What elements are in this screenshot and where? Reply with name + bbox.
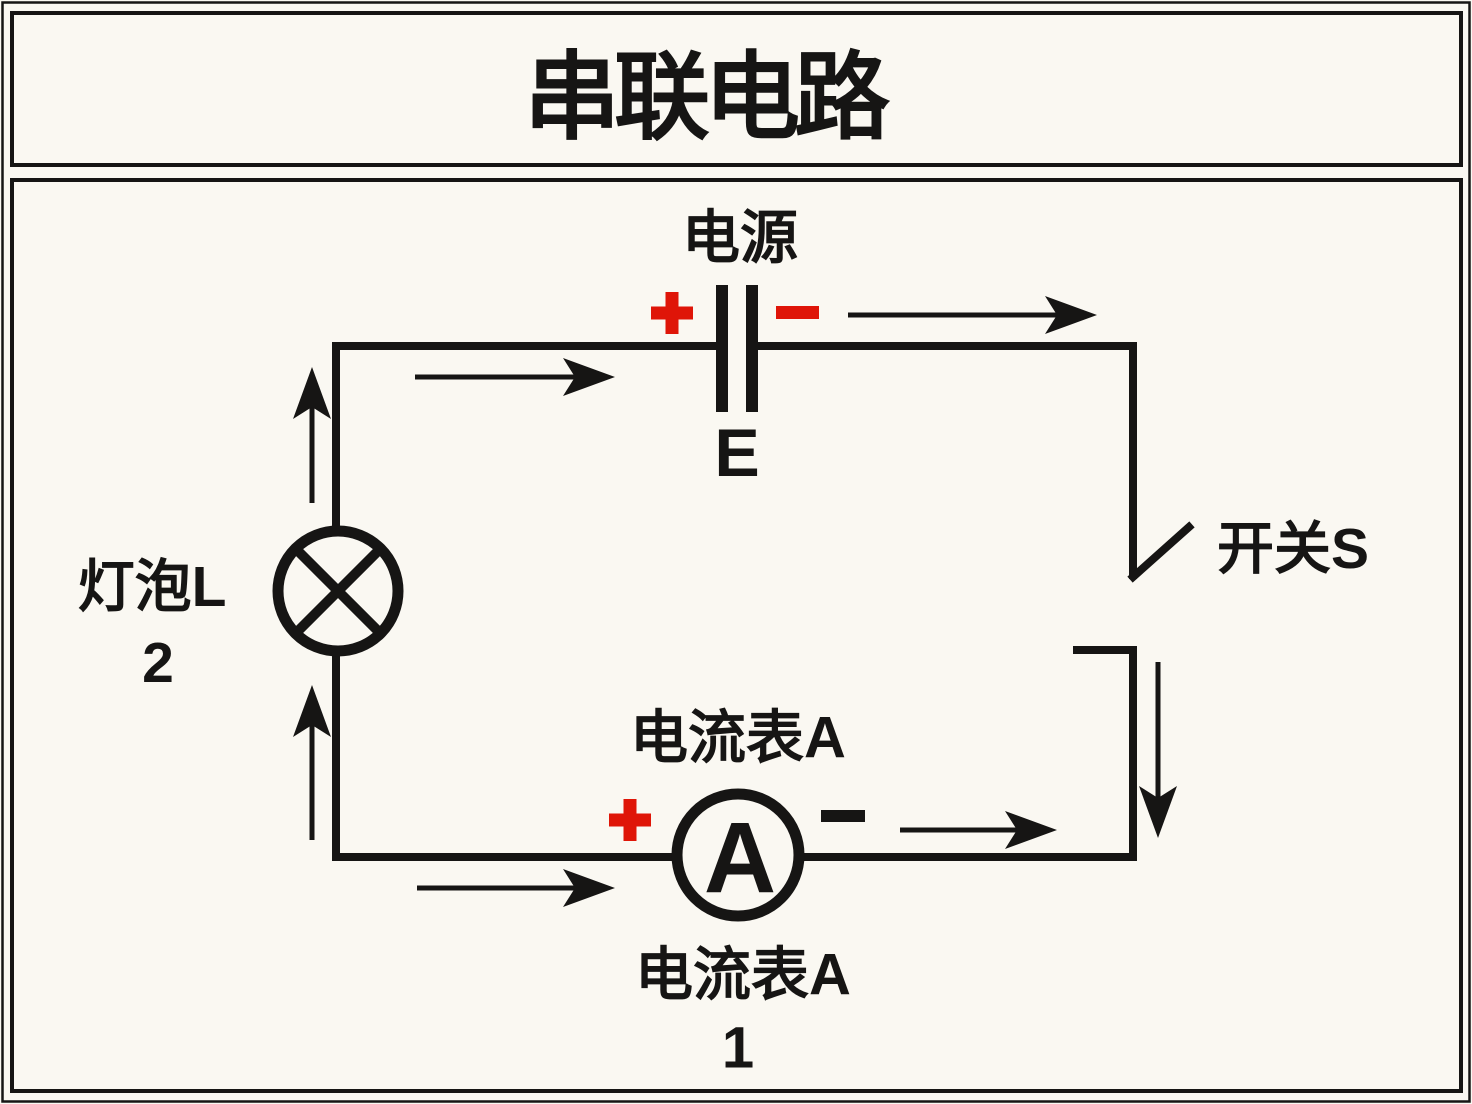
current-arrow-up-icon <box>293 685 331 840</box>
ammeter-label-bottom-number: 1 <box>722 1016 754 1081</box>
battery-plate-negative <box>746 285 758 412</box>
ammeter-plus-icon <box>609 799 651 841</box>
current-arrow-right-icon <box>415 358 615 396</box>
battery-symbol <box>716 285 758 412</box>
page-title: 串联电路 <box>524 45 891 152</box>
ammeter-label-bottom: 电流表A <box>635 943 851 1008</box>
battery-plus-icon <box>651 292 693 334</box>
ammeter-label-top: 电流表A <box>630 706 846 771</box>
title-panel-border <box>10 11 1463 167</box>
ammeter-symbol: A <box>671 788 805 922</box>
diagram-panel-border <box>10 178 1463 1093</box>
wire-bottom-left <box>332 654 674 861</box>
bulb-symbol <box>272 525 404 657</box>
battery-plate-positive <box>716 285 728 412</box>
bulb-label: 灯泡L <box>78 555 227 619</box>
current-arrow-down-icon <box>1139 662 1177 838</box>
wire-top-right-switch-lead <box>754 342 1137 579</box>
current-arrow-right-icon <box>848 296 1097 334</box>
ammeter-dial-letter: A <box>704 802 776 914</box>
wire-right-bottom <box>802 646 1137 861</box>
bulb-label-number: 2 <box>142 631 174 695</box>
wire-top-left <box>332 342 720 530</box>
current-arrow-up-icon <box>293 367 331 503</box>
battery-minus-icon <box>776 306 819 319</box>
ammeter-circle <box>671 788 805 922</box>
current-arrow-right-icon <box>900 811 1057 849</box>
ammeter-minus-icon <box>821 810 865 822</box>
switch-blade <box>1127 521 1195 583</box>
current-arrow-right-icon <box>417 869 615 907</box>
power-source-label: 电源 <box>682 206 798 271</box>
battery-symbol-letter: E <box>714 415 759 491</box>
switch-label: 开关S <box>1217 517 1369 581</box>
bulb-cross <box>292 545 384 637</box>
